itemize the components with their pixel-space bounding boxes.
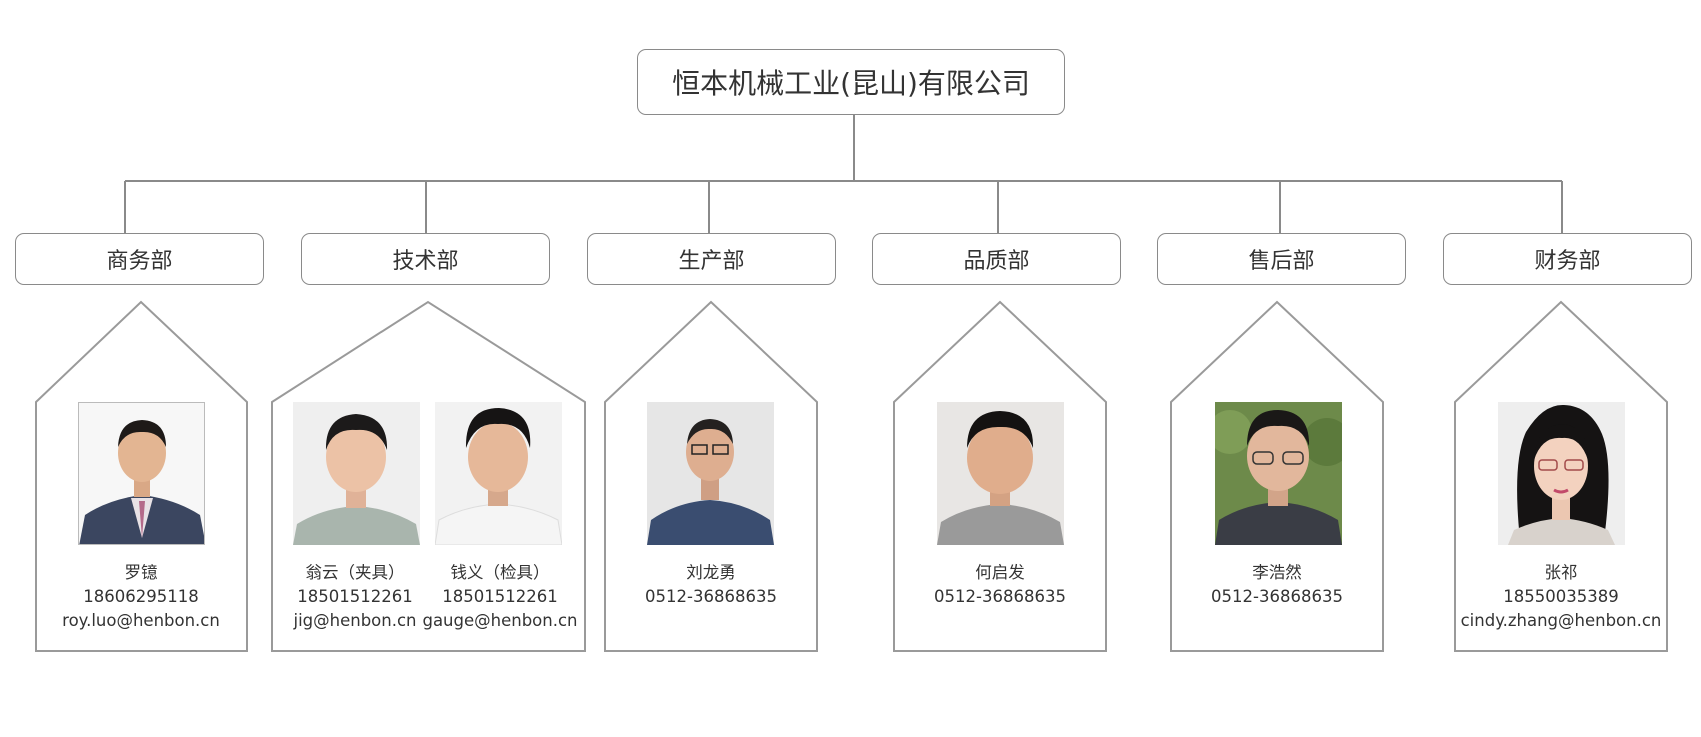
person-phone: 18550035389 xyxy=(1503,587,1619,606)
person-email: cindy.zhang@henbon.cn xyxy=(1460,611,1662,630)
house-frame-2 xyxy=(271,300,586,652)
person-name: 何启发 xyxy=(975,563,1025,582)
dept-name: 售后部 xyxy=(1248,249,1315,274)
dept-box-aftersales: 售后部 xyxy=(1157,233,1406,285)
person-email: roy.luo@henbon.cn xyxy=(62,611,220,630)
dept-name: 财务部 xyxy=(1534,249,1601,274)
person-name: 刘龙勇 xyxy=(686,563,736,582)
person-info-liu: 刘龙勇 0512-36868635 xyxy=(645,561,777,609)
person-info-qian: 钱义（检具） 18501512261 gauge@henbon.cn xyxy=(422,561,577,633)
dept-name: 生产部 xyxy=(678,249,745,274)
dept-box-business: 商务部 xyxy=(15,233,264,285)
person-name: 钱义（检具） xyxy=(450,563,550,582)
person-phone: 18501512261 xyxy=(442,587,558,606)
person-email: gauge@henbon.cn xyxy=(422,611,578,630)
house-frame-3 xyxy=(604,300,818,652)
person-info-weng: 翁云（夹具） 18501512261 jig@henbon.cn xyxy=(293,561,416,633)
house-frame-1 xyxy=(35,300,248,652)
dept-box-quality: 品质部 xyxy=(872,233,1121,285)
person-photo-weng xyxy=(293,402,420,545)
dept-box-production: 生产部 xyxy=(587,233,836,285)
person-photo-zhang xyxy=(1498,402,1625,545)
person-phone: 0512-36868635 xyxy=(1211,587,1343,606)
dept-name: 商务部 xyxy=(106,249,173,274)
dept-box-finance: 财务部 xyxy=(1443,233,1692,285)
person-info-zhang: 张祁 18550035389 cindy.zhang@henbon.cn xyxy=(1461,561,1662,633)
person-name: 张祁 xyxy=(1544,563,1578,582)
person-email: jig@henbon.cn xyxy=(293,611,417,630)
person-name: 翁云（夹具） xyxy=(305,563,405,582)
person-name: 罗镱 xyxy=(124,563,158,582)
person-photo-qian xyxy=(435,402,562,545)
house-frame-6 xyxy=(1454,300,1668,652)
person-info-li: 李浩然 0512-36868635 xyxy=(1211,561,1343,609)
house-frame-5 xyxy=(1170,300,1384,652)
person-phone: 0512-36868635 xyxy=(934,587,1066,606)
company-box: 恒本机械工业(昆山)有限公司 xyxy=(637,49,1065,115)
dept-name: 技术部 xyxy=(392,249,459,274)
person-photo-li xyxy=(1215,402,1342,545)
person-info-he: 何启发 0512-36868635 xyxy=(934,561,1066,609)
company-name: 恒本机械工业(昆山)有限公司 xyxy=(672,67,1030,100)
person-phone: 0512-36868635 xyxy=(645,587,777,606)
dept-box-technical: 技术部 xyxy=(301,233,550,285)
person-name: 李浩然 xyxy=(1252,563,1302,582)
house-frame-4 xyxy=(893,300,1107,652)
person-photo-luo xyxy=(78,402,205,545)
person-info-luo: 罗镱 18606295118 roy.luo@henbon.cn xyxy=(62,561,220,633)
dept-name: 品质部 xyxy=(963,249,1030,274)
person-phone: 18501512261 xyxy=(297,587,413,606)
person-photo-liu xyxy=(647,402,774,545)
person-photo-he xyxy=(937,402,1064,545)
person-phone: 18606295118 xyxy=(83,587,199,606)
